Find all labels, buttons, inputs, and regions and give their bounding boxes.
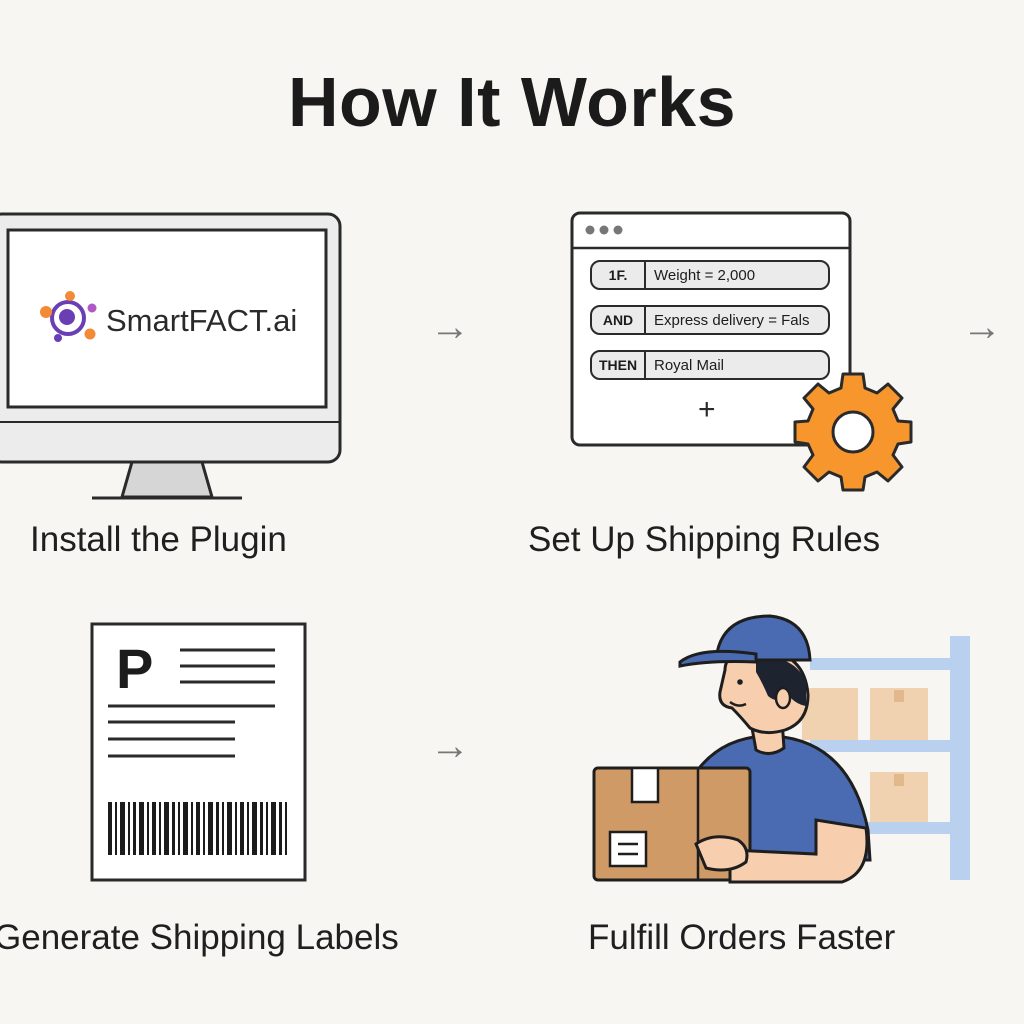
arrow-right-icon: →	[430, 724, 470, 768]
rule-tag: THEN	[592, 352, 646, 378]
rule-text: Weight = 2,000	[654, 266, 756, 284]
step-rules-label: Set Up Shipping Rules	[528, 520, 881, 559]
rule-tag: AND	[592, 307, 646, 333]
delivery-worker-illustration	[592, 614, 970, 884]
arrow-right-icon: →	[962, 305, 1002, 349]
rule-row-and[interactable]: AND Express delivery = Fals	[590, 305, 830, 335]
arrow-right-icon: →	[430, 305, 470, 349]
monitor-illustration	[0, 212, 342, 500]
add-rule-icon[interactable]: +	[698, 393, 716, 426]
rule-tag: 1F.	[592, 262, 646, 288]
rule-row-if[interactable]: 1F. Weight = 2,000	[590, 260, 830, 290]
shipping-label-illustration	[90, 622, 307, 882]
rule-text: Royal Mail	[654, 356, 725, 374]
page-title: How It Works	[287, 63, 737, 141]
label-letter: P	[116, 637, 154, 700]
smartfact-logo-icon	[40, 291, 97, 342]
gear-icon	[793, 372, 913, 492]
rule-text: Express delivery = Fals	[654, 311, 810, 329]
step-install-label: Install the Plugin	[30, 520, 287, 559]
step-labels-label: Generate Shipping Labels	[0, 918, 399, 957]
step-fulfill-label: Fulfill Orders Faster	[588, 918, 896, 957]
smartfact-logo-text: SmartFACT.ai	[106, 303, 298, 338]
rule-row-then[interactable]: THEN Royal Mail	[590, 350, 830, 380]
